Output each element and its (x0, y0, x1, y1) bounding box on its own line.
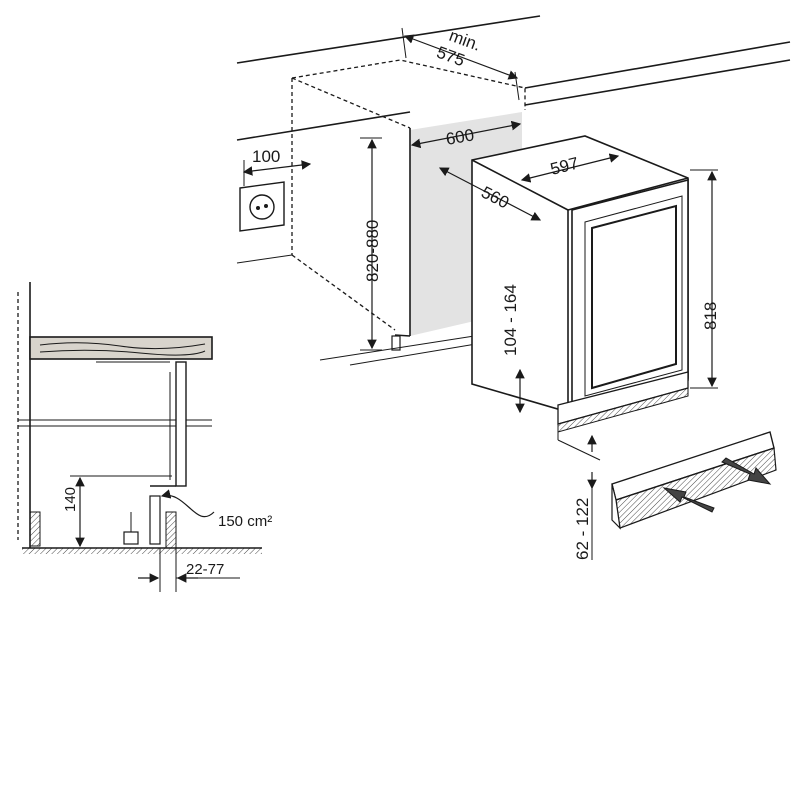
dim-niche-width: 600 (410, 120, 522, 149)
plinth-offset-label: 22-77 (186, 561, 224, 578)
dim-vent-height: 140 (62, 475, 100, 548)
socket-offset-label: 100 (252, 147, 280, 166)
worktop (29, 336, 213, 360)
air-intake-arrow-icon (662, 487, 715, 513)
dim-plinth-range: 62 - 122 (557, 434, 601, 560)
vent-area-label: 150 cm² (218, 513, 272, 530)
section-view (17, 282, 262, 554)
appliance-height-label: 818 (701, 302, 720, 330)
appliance-door (571, 178, 689, 412)
dim-socket-offset: 100 (242, 147, 312, 186)
dim-adjust-range: 104 - 164 (501, 284, 525, 414)
adjust-range-label: 104 - 164 (501, 284, 520, 356)
dim-plinth-offset: 22-77 (138, 548, 240, 592)
dim-niche-height: 820-880 (360, 137, 382, 351)
dim-appliance-height: 818 (690, 169, 720, 389)
plinth-range-label: 62 - 122 (573, 498, 592, 560)
power-socket-icon (239, 181, 285, 232)
dim-niche-depth: min. 575 (401, 26, 520, 101)
door-glass (591, 204, 677, 390)
air-exhaust-arrow-icon (721, 457, 772, 485)
vent-height-label: 140 (62, 487, 79, 512)
niche-width-label: 600 (444, 125, 475, 149)
niche-height-label: 820-880 (363, 220, 382, 282)
